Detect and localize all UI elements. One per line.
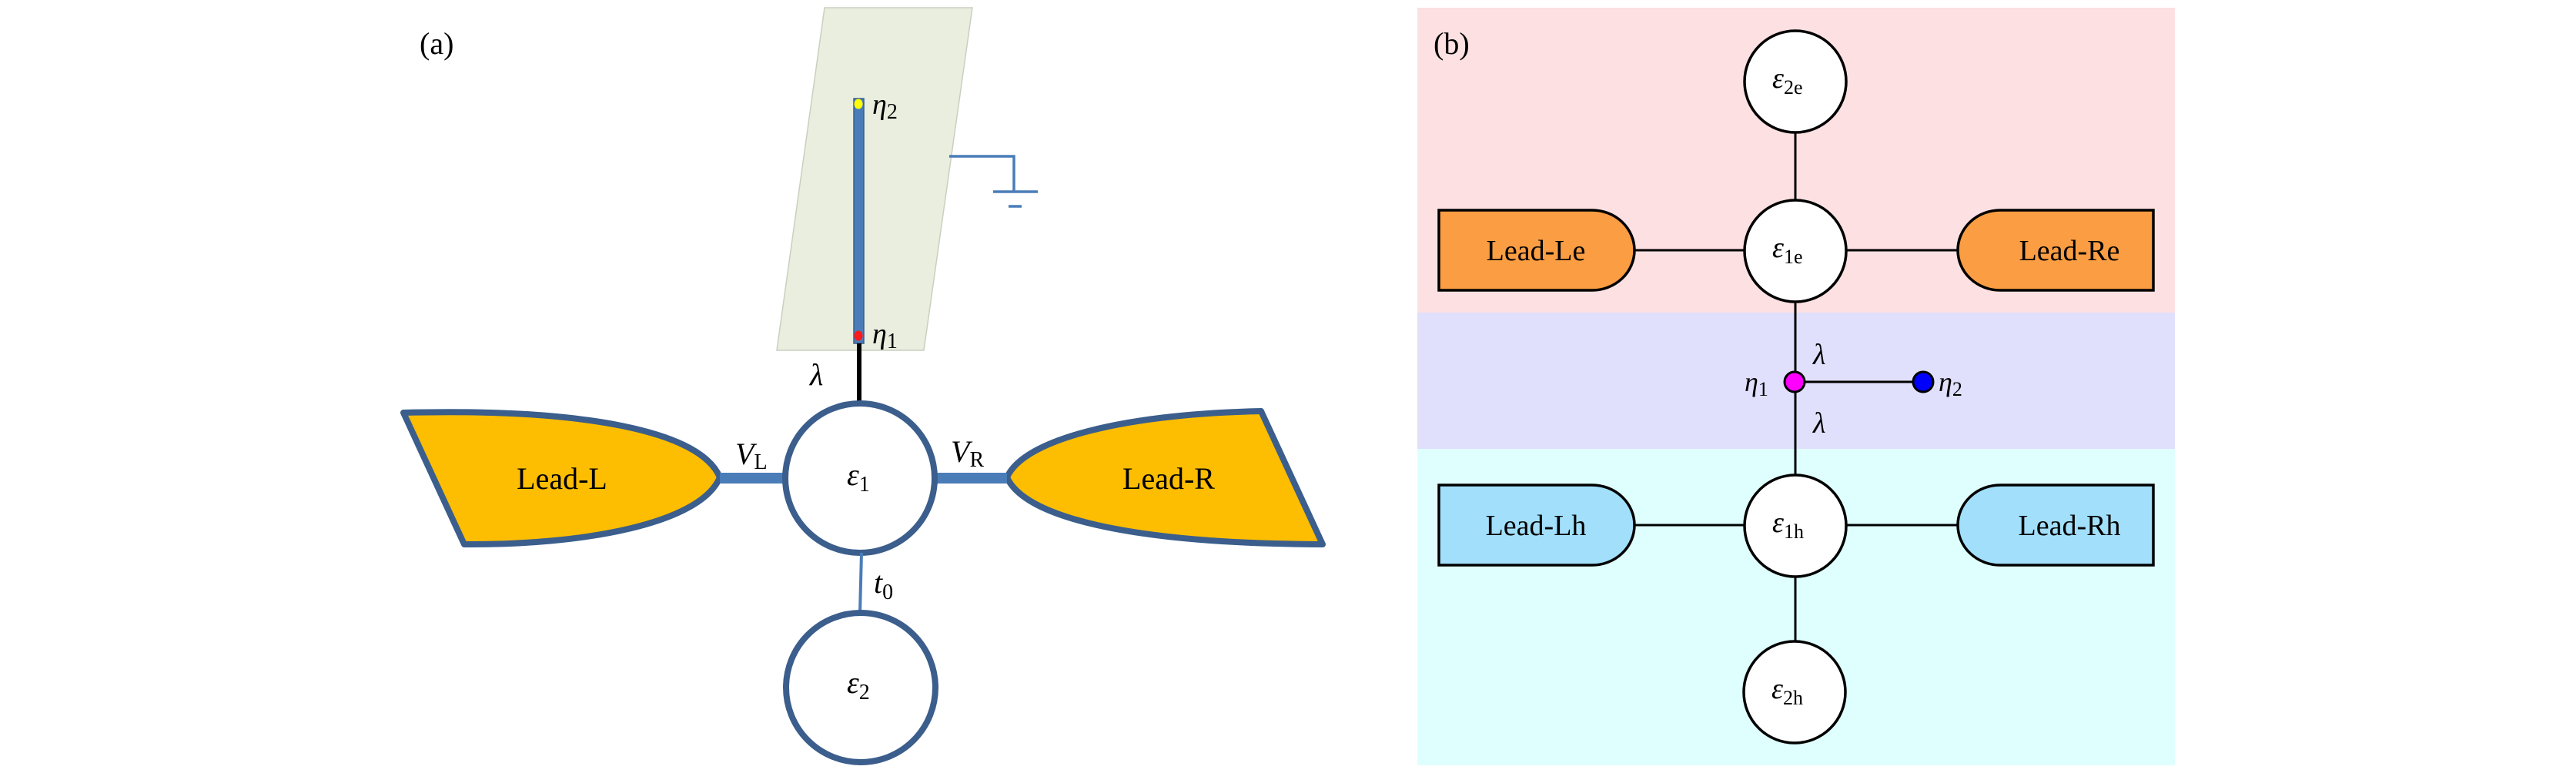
majorana-eta1-dot (854, 330, 863, 341)
lambda-label: λ (809, 357, 823, 392)
quantum-dot-2 (783, 610, 938, 765)
lead-re-label: Lead-Re (2019, 235, 2120, 267)
dot-1-label: ε1 (847, 457, 870, 497)
lambda-top-label: λ (1812, 339, 1825, 371)
t0-label: t0 (874, 565, 893, 604)
dot-e1e (1743, 199, 1848, 303)
lead-rh-label: Lead-Rh (2019, 510, 2121, 542)
dot-e1h (1743, 474, 1848, 578)
lead-left-label: Lead-L (517, 461, 607, 496)
vr-label: VR (951, 434, 984, 472)
lead-right (1004, 408, 1326, 547)
lead-lh (1437, 484, 1636, 567)
panel-a-label: (a) (420, 26, 453, 61)
vl-label: VL (735, 437, 768, 474)
lead-le-label: Lead-Le (1487, 235, 1586, 267)
lambda-bottom-label: λ (1812, 407, 1825, 440)
lead-lh-label: Lead-Lh (1486, 510, 1587, 542)
t0-coupling-line (858, 552, 863, 614)
dot-2-label: ε2 (847, 665, 870, 704)
eta2-label: η2 (872, 89, 898, 124)
lead-left (400, 409, 723, 548)
majorana-eta2-dot (854, 99, 863, 109)
lead-right-label: Lead-R (1122, 461, 1215, 496)
nanowire (853, 98, 865, 344)
dot-e1h-label: ε1h (1772, 507, 1804, 543)
lead-le (1437, 209, 1636, 292)
dot-e2e-label: ε2e (1772, 62, 1803, 99)
dot-e1e-label: ε1e (1772, 232, 1803, 268)
dot-e2e (1743, 29, 1848, 134)
majorana-eta1-node (1783, 370, 1806, 393)
panel-a: (a) η2 η1 λ Lead-L Lead-R VL VR ε1 (400, 7, 1326, 765)
dot-e2h (1742, 640, 1847, 745)
eta1-node-label: η1 (1745, 366, 1768, 400)
substrate-plate (776, 7, 973, 351)
eta2-node-label: η2 (1939, 366, 1962, 400)
lead-re (1956, 209, 2155, 292)
panel-b-label: (b) (1434, 26, 1470, 61)
dot-e2h-label: ε2h (1771, 673, 1803, 709)
lead-rh (1956, 484, 2155, 567)
panel-b: (b) Lead-Le Lead-Re Lead-Lh Lead-Rh ε2e … (1417, 8, 2175, 765)
eta1-label: η1 (872, 318, 898, 353)
majorana-eta2-node (1912, 370, 1935, 393)
ground-icon (949, 155, 1038, 208)
